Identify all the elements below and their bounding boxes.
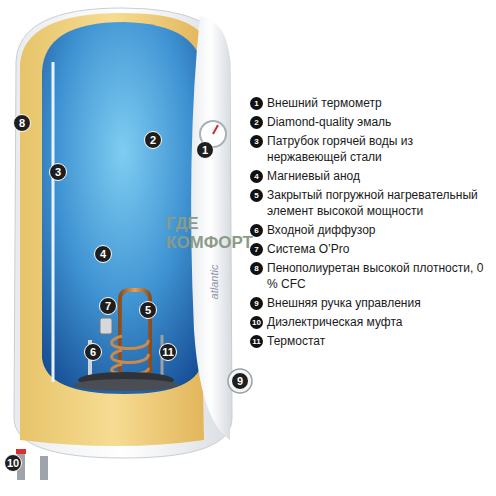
list-bullet: 3: [250, 135, 263, 148]
thermometer-needle: [213, 125, 218, 134]
part-name: Diamond-quality эмаль: [267, 114, 490, 130]
list-row: 3 Патрубок горячей воды из нержавеющей ст…: [250, 133, 490, 165]
parts-list: 1 Внешний термометр 2 Diamond-quality эмаль…: [250, 95, 490, 352]
list-number: 1: [254, 100, 258, 108]
callout-number: 3: [55, 167, 61, 178]
callout-circle: 11: [159, 343, 177, 361]
callout-number: 6: [90, 347, 96, 358]
list-bullet: 10: [250, 316, 263, 329]
list-row: 1 Внешний термометр: [250, 95, 490, 111]
part-name: Внешний термометр: [267, 95, 490, 111]
callout-number: 5: [145, 305, 151, 316]
list-number: 2: [254, 119, 258, 127]
callout-circle: 8: [13, 114, 31, 132]
list-bullet: 1: [250, 97, 263, 110]
flange-rim: [74, 379, 178, 391]
list-number: 4: [254, 173, 258, 181]
callout-circle: 7: [99, 297, 117, 315]
list-bullet: 2: [250, 116, 263, 129]
hot-water-pipe: [52, 62, 55, 382]
opro-system: [100, 318, 112, 334]
list-row: 5 Закрытый погружной нагревательный элеме…: [250, 187, 490, 219]
list-row: 6 Входной диффузор: [250, 222, 490, 238]
list-row: 9 Внешняя ручка управления: [250, 295, 490, 311]
callout-number: 2: [150, 135, 156, 146]
list-bullet: 4: [250, 170, 263, 183]
callout-circle: 3: [49, 163, 67, 181]
list-number: 10: [252, 319, 261, 327]
part-name: Внешняя ручка управления: [267, 295, 490, 311]
list-row: 4 Магниевый анод: [250, 168, 490, 184]
watermark: ГДЕ КОМФОРТ: [166, 214, 262, 252]
control-knob: [228, 369, 252, 393]
list-number: 7: [254, 246, 258, 254]
list-number: 8: [254, 265, 258, 273]
part-name: Закрытый погружной нагревательный элемен…: [267, 187, 490, 219]
list-bullet: 11: [250, 335, 263, 348]
list-row: 8 Пенополиуретан высокой плотности, 0 % C…: [250, 260, 490, 292]
dielectric-coupling: [16, 449, 26, 454]
brand-logo: atlantic: [208, 265, 220, 300]
callout-number: 4: [100, 249, 106, 260]
list-number: 9: [254, 300, 258, 308]
callout-number: 9: [237, 376, 243, 387]
callout-number: 7: [105, 301, 111, 312]
callout-circle: 1: [196, 141, 214, 159]
callout-circle: 9: [231, 372, 249, 390]
part-name: Пенополиуретан высокой плотности, 0 % CF…: [267, 260, 490, 292]
callout-number: 10: [7, 458, 19, 469]
list-number: 11: [252, 338, 260, 346]
part-name: Патрубок горячей воды из нержавеющей ста…: [267, 133, 490, 165]
list-row: 10 Диэлектрическая муфта: [250, 314, 490, 330]
part-name: Система O’Pro: [267, 241, 490, 257]
callout-circle: 10: [4, 454, 22, 472]
callout-circle: 5: [139, 301, 157, 319]
callout-circle: 6: [84, 343, 102, 361]
part-name: Магниевый анод: [267, 168, 490, 184]
list-row: 7 Система O’Pro: [250, 241, 490, 257]
list-row: 2 Diamond-quality эмаль: [250, 114, 490, 130]
callout-number: 8: [19, 118, 25, 129]
list-bullet: 8: [250, 262, 263, 275]
list-bullet: 9: [250, 297, 263, 310]
list-row: 11 Термостат: [250, 333, 490, 349]
part-name: Входной диффузор: [267, 222, 490, 238]
part-name: Диэлектрическая муфта: [267, 314, 490, 330]
callout-circle: 4: [94, 245, 112, 263]
callout-circle: 2: [144, 131, 162, 149]
outlet-pipe: [40, 456, 48, 480]
callout-number: 11: [162, 347, 174, 358]
inner-tank: [42, 22, 203, 394]
list-number: 6: [254, 227, 258, 235]
heating-coil: [112, 336, 149, 375]
list-number: 5: [254, 192, 258, 200]
callout-number: 1: [202, 145, 208, 156]
part-name: Термостат: [267, 333, 490, 349]
list-bullet: 5: [250, 189, 263, 202]
list-number: 3: [254, 138, 258, 146]
